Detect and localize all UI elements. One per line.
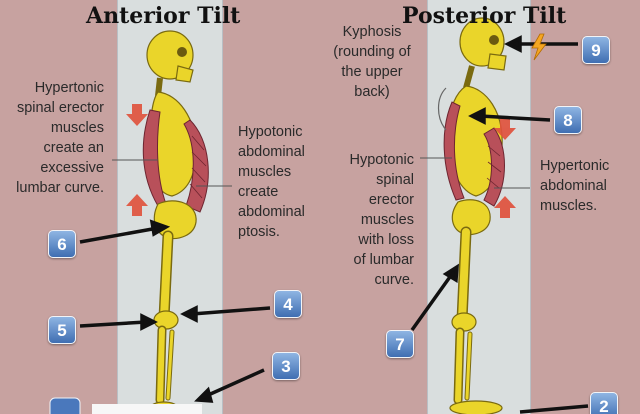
badge-6: 6	[48, 230, 76, 258]
posterior-knee	[451, 312, 477, 332]
pointer-2	[519, 404, 589, 414]
red-arrow-up-left	[126, 194, 148, 216]
pointer-arrows	[79, 35, 589, 414]
leader-lines	[112, 157, 530, 189]
label-hypotonic-abdominal: Hypotonic abdominal muscles create abdom…	[238, 124, 305, 240]
pointer-6	[79, 226, 159, 244]
posterior-tilt-title: Posterior Tilt	[402, 3, 567, 29]
badge-3: 3	[272, 352, 300, 380]
label-hypotonic-spinal-erector: Hypotonic spinal erector muscles with lo…	[349, 152, 414, 288]
anterior-pelvis	[153, 200, 197, 240]
red-arrows	[126, 104, 516, 218]
anterior-tilt-title: Anterior Tilt	[86, 3, 241, 29]
badge-2: 2	[590, 392, 618, 414]
kyphosis-curve-mark	[437, 87, 447, 131]
posterior-skeleton	[437, 17, 507, 414]
partial-badge-1	[49, 397, 81, 414]
posterior-erector-muscle	[443, 101, 465, 201]
label-hypertonic-spinal-erector: Hypertonic spinal erector muscles create…	[16, 80, 104, 196]
posterior-cervical-spine	[463, 65, 475, 89]
posterior-jaw	[487, 53, 507, 71]
label-hypertonic-abdominal: Hypertonic abdominal muscles.	[540, 158, 610, 214]
red-arrow-up-right	[494, 196, 516, 218]
pointer-8	[479, 114, 551, 122]
anterior-knee	[153, 310, 179, 330]
label-kyphosis: Kyphosis (rounding of the upper back)	[333, 24, 411, 100]
pointer-5	[79, 320, 147, 328]
posterior-pelvis	[451, 199, 491, 236]
badge-9: 9	[582, 36, 610, 64]
red-arrow-down-right	[494, 118, 516, 140]
pointer-3	[205, 368, 265, 398]
badge-4: 4	[274, 290, 302, 318]
badge-5: 5	[48, 316, 76, 344]
lightning-emoji-icon	[531, 33, 547, 61]
badge-8: 8	[554, 106, 582, 134]
pointer-7	[410, 272, 454, 332]
pointer-4	[191, 306, 271, 316]
red-arrow-down-left	[126, 104, 148, 126]
badge-7: 7	[386, 330, 414, 358]
anterior-jaw	[175, 65, 194, 83]
